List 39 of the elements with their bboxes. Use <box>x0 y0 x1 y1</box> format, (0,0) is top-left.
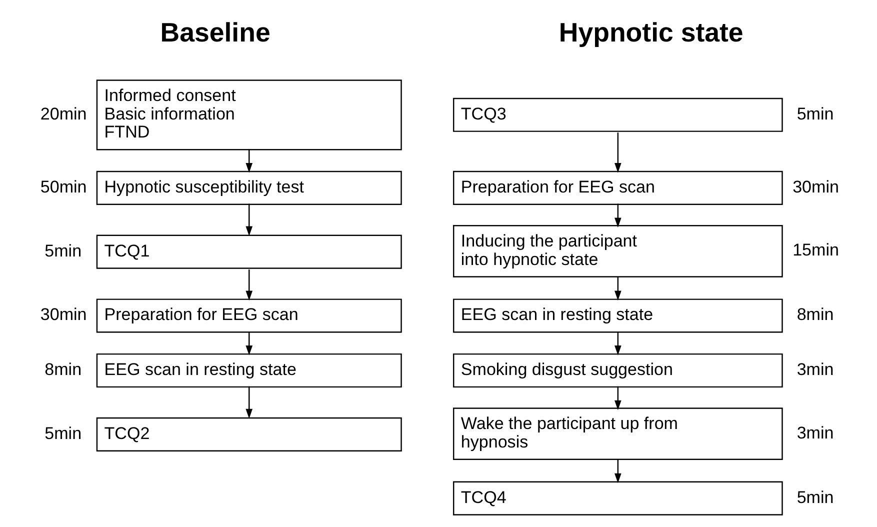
node-label: 20min <box>40 104 86 123</box>
node-box: EEG scan in resting state <box>96 352 402 388</box>
label: Hypnotic state <box>558 16 743 47</box>
node-box: Inducing the participant into hypnotic state <box>452 224 782 277</box>
node-box: Wake the participant up from hypnosis <box>452 407 782 460</box>
node-box: Smoking disgust suggestion <box>452 352 782 388</box>
arrow <box>614 458 621 483</box>
node-box: TCQ2 <box>96 416 402 451</box>
node-box: Preparation for EEG scan <box>96 298 402 332</box>
node-box: TCQ4 <box>452 480 782 515</box>
node-label: 15min <box>792 240 838 260</box>
node-label: 5min <box>796 104 834 123</box>
arrow <box>245 203 252 236</box>
node-label: 5min <box>44 423 82 442</box>
node-box: Informed consent Basic information FTND <box>96 79 402 150</box>
arrow <box>614 203 621 227</box>
label: Baseline <box>160 16 270 47</box>
node-label: 5min <box>44 240 82 260</box>
node-label: 30min <box>40 304 86 324</box>
arrow <box>245 148 252 172</box>
node-label: 30min <box>792 176 838 196</box>
arrow <box>245 331 252 355</box>
arrow <box>245 268 252 300</box>
arrow <box>614 132 621 172</box>
node-label: 3min <box>796 360 834 379</box>
node-label: 8min <box>796 304 834 324</box>
node-label: 3min <box>796 422 834 442</box>
node-box: Preparation for EEG scan <box>452 170 782 204</box>
arrow <box>614 386 621 410</box>
arrow <box>614 276 621 300</box>
node-box: TCQ3 <box>452 97 782 132</box>
node-label: 8min <box>44 360 82 379</box>
node-box: EEG scan in resting state <box>452 298 782 332</box>
node-box: Hypnotic susceptibility test <box>96 170 402 204</box>
node-label: 50min <box>40 176 86 196</box>
arrow <box>245 386 252 418</box>
node-label: 5min <box>796 487 834 506</box>
arrow <box>614 331 621 355</box>
node-box: TCQ1 <box>96 234 402 268</box>
